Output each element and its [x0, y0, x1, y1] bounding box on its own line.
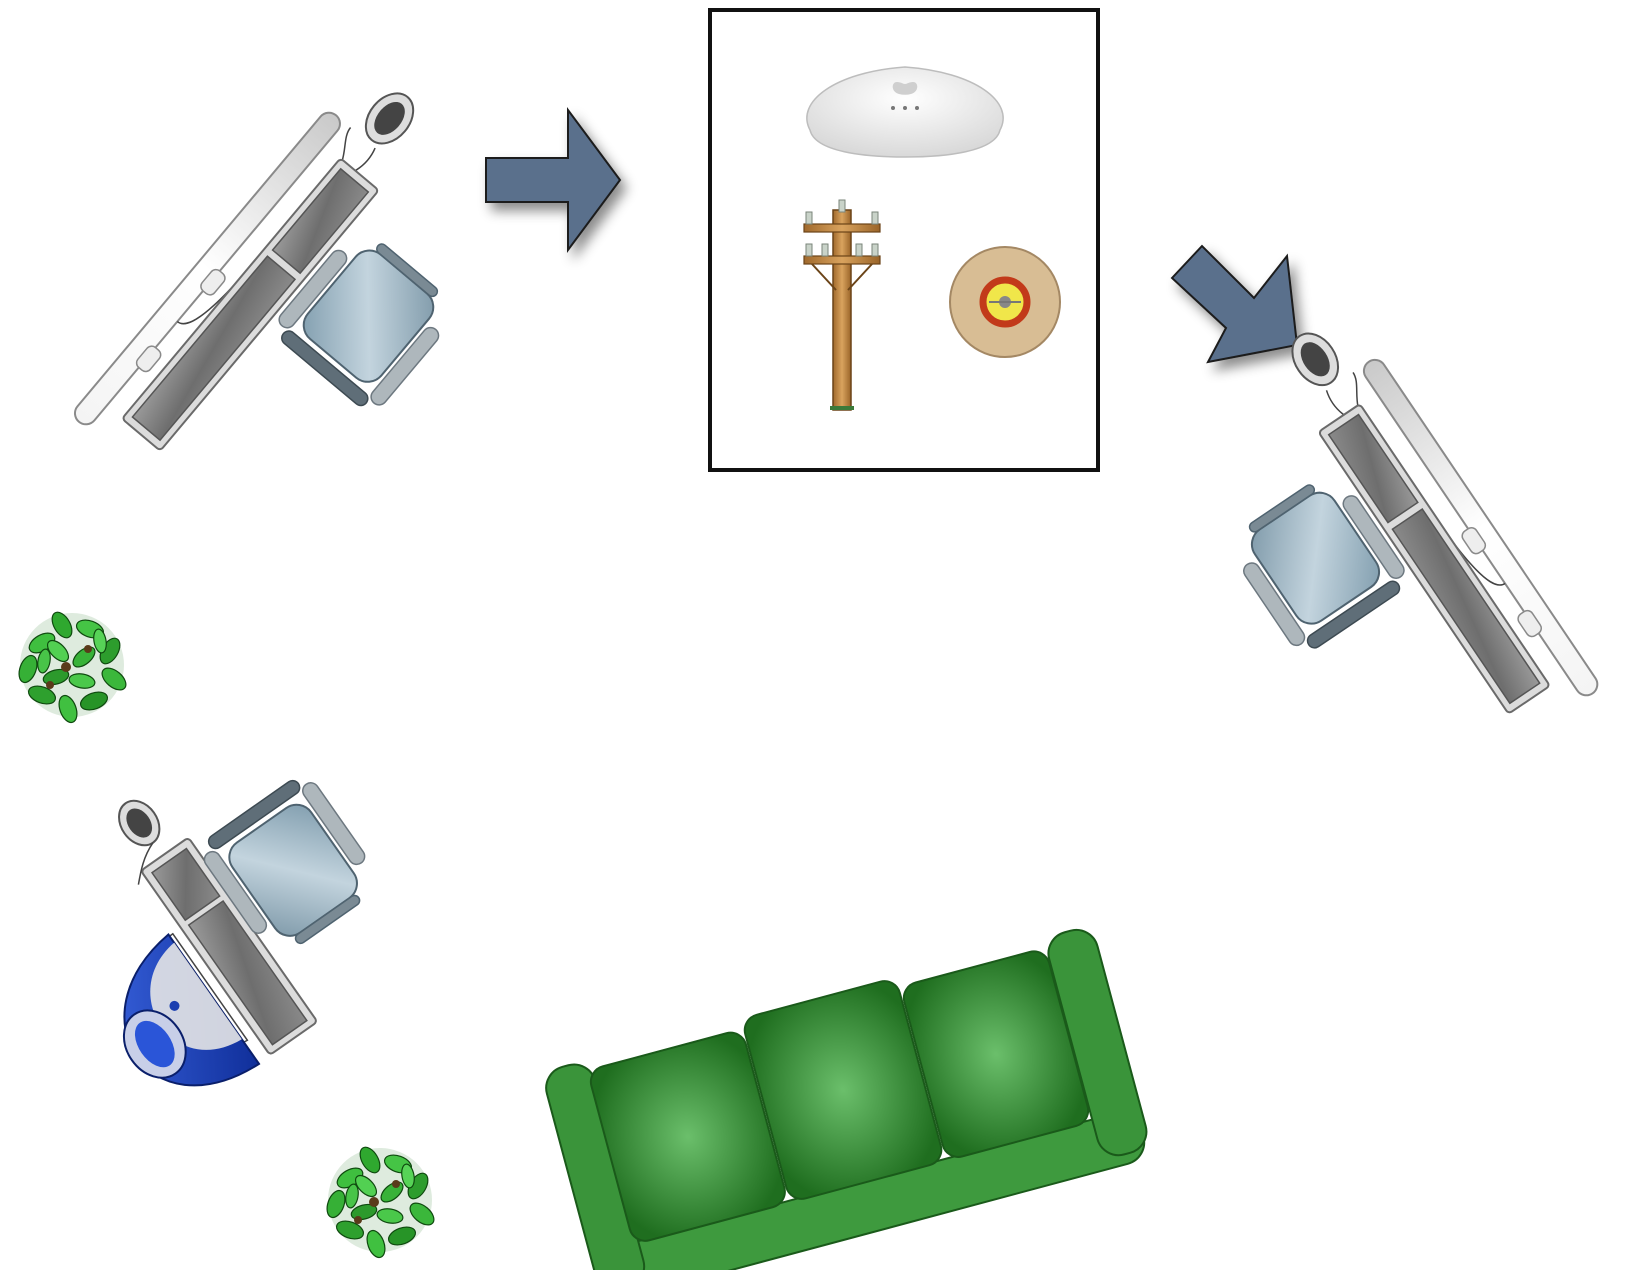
plant-left: [16, 609, 130, 725]
wall-outlet-icon: [950, 247, 1060, 357]
sofa: [541, 925, 1154, 1270]
workstation-top-left: [70, 62, 544, 564]
network-box: [710, 10, 1098, 470]
plant-icon: [324, 1144, 438, 1260]
plant-bottom: [324, 1144, 438, 1260]
flat-monitor-workstation-icon: [1151, 306, 1601, 818]
workstation-bottom-left: [9, 708, 428, 1123]
arrow-down-right-icon: [1172, 246, 1297, 362]
workstation-right: [1151, 306, 1601, 818]
flat-monitor-workstation-icon: [70, 62, 544, 564]
plant-icon: [16, 609, 130, 725]
arrow-right-icon: [486, 110, 620, 250]
three-seat-sofa-icon: [541, 925, 1154, 1270]
